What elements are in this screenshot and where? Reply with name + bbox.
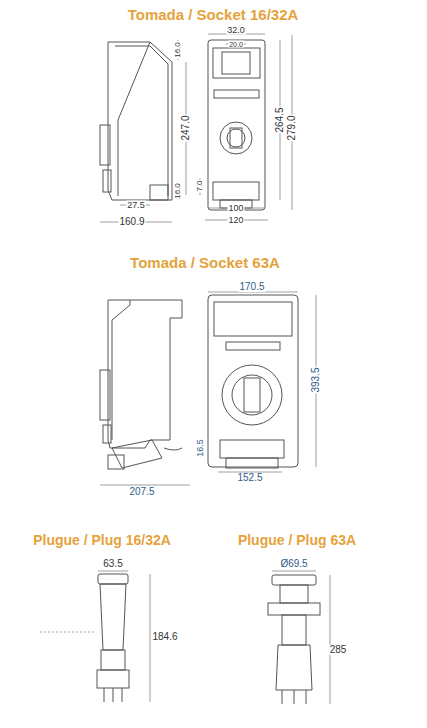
dimension: 170.5 [238, 282, 265, 292]
dimension: 247.0 [181, 114, 191, 141]
section-title: Tomada / Socket 16/32A [127, 7, 300, 22]
dimension: 285 [329, 645, 348, 655]
socket-front-view [208, 40, 265, 210]
dimension: 7.0 [196, 179, 204, 192]
dimension: 100 [227, 204, 244, 213]
dimension: 264.5 [275, 106, 285, 133]
dimension: 184.6 [151, 632, 178, 642]
dimension: 32.0 [226, 26, 246, 35]
section-title: Tomada / Socket 63A [129, 255, 281, 270]
dimension: 16.0 [174, 41, 182, 59]
section-title: Plugue / Plug 16/32A [32, 533, 172, 547]
dimension: 393.5 [311, 366, 321, 393]
dimension: 120 [227, 216, 244, 225]
dimension: 207.5 [128, 487, 155, 497]
socket-side-view [100, 42, 172, 200]
plug-16-32 [97, 574, 129, 702]
dimension: 16.5 [196, 438, 205, 458]
dimension-lines [272, 571, 330, 704]
plug-63 [268, 575, 320, 704]
dimension: 160.9 [118, 217, 145, 227]
section-title: Plugue / Plug 63A [237, 533, 357, 547]
dimension: Ø69.5 [279, 559, 308, 569]
dimension-lines [40, 571, 150, 702]
dimension-lines [100, 34, 292, 222]
dimension: 27.5 [126, 201, 146, 210]
dimension: 16.0 [174, 182, 182, 200]
socket-front-view [208, 295, 298, 468]
dimension: 20.0 [228, 41, 244, 48]
dimension-lines [100, 292, 316, 485]
dimension: 63.5 [102, 559, 123, 569]
socket-side-view [100, 300, 182, 469]
dimension: 279.0 [287, 114, 297, 141]
dimension: 152.5 [236, 473, 263, 483]
